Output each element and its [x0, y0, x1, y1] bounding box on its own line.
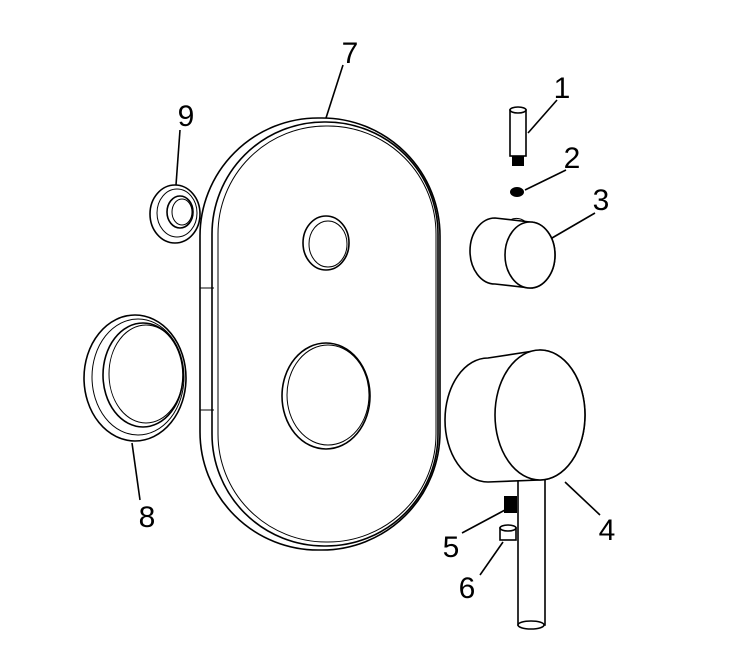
- part-small-screw: [510, 187, 524, 197]
- callout-8: 8: [139, 501, 156, 534]
- callout-3: 3: [593, 184, 610, 217]
- callout-4: 4: [599, 514, 616, 547]
- leader-lines: [131, 64, 601, 576]
- part-small-ring: [149, 184, 201, 244]
- callout-9: 9: [178, 100, 195, 133]
- part-knob: [469, 217, 556, 289]
- part-rod: [509, 106, 527, 166]
- part-large-ring: [83, 314, 187, 442]
- callout-2: 2: [564, 142, 581, 175]
- callout-labels: 1 2 3 4 5 6 7 8 9: [139, 37, 616, 605]
- part-insert: [499, 524, 517, 541]
- callout-5: 5: [443, 531, 460, 564]
- callout-1: 1: [554, 72, 571, 105]
- callout-6: 6: [459, 572, 476, 605]
- part-grub-screw: [504, 496, 517, 513]
- callout-7: 7: [342, 37, 359, 70]
- part-lever-handle: [444, 349, 586, 630]
- part-cover-plate: [199, 117, 441, 551]
